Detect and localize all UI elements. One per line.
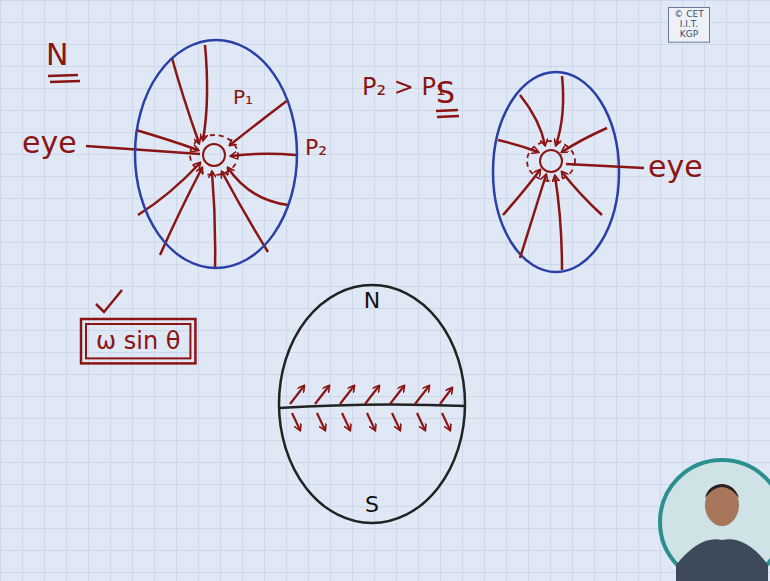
coriolis-term: ω sin θ	[96, 328, 180, 354]
box-outline	[86, 324, 190, 358]
circle-outline	[133, 38, 299, 270]
circle-outline	[279, 285, 465, 523]
circle-region: NS	[277, 283, 467, 525]
pressure-label: P₁	[233, 86, 253, 108]
circle-region: P₁	[133, 38, 299, 270]
watermark-box: © CET I.I.T. KGP	[668, 7, 710, 43]
pressure-label: P₂	[305, 136, 327, 160]
circle-outline	[135, 40, 297, 268]
box-outline	[81, 319, 195, 363]
hemisphere-label: N	[46, 38, 68, 71]
watermark-text: © CET I.I.T. KGP	[672, 10, 706, 40]
hemisphere-label: S	[436, 76, 455, 109]
pole-label: S	[365, 493, 379, 517]
eye-label: eye	[22, 126, 77, 159]
eye-label: eye	[648, 150, 703, 183]
box-outline	[669, 8, 710, 43]
pole-label: N	[364, 289, 380, 313]
formula-box: ω sin θ	[80, 318, 196, 364]
circle-outline	[277, 283, 467, 525]
pressure-relation: P₂ > P₁	[362, 74, 446, 100]
